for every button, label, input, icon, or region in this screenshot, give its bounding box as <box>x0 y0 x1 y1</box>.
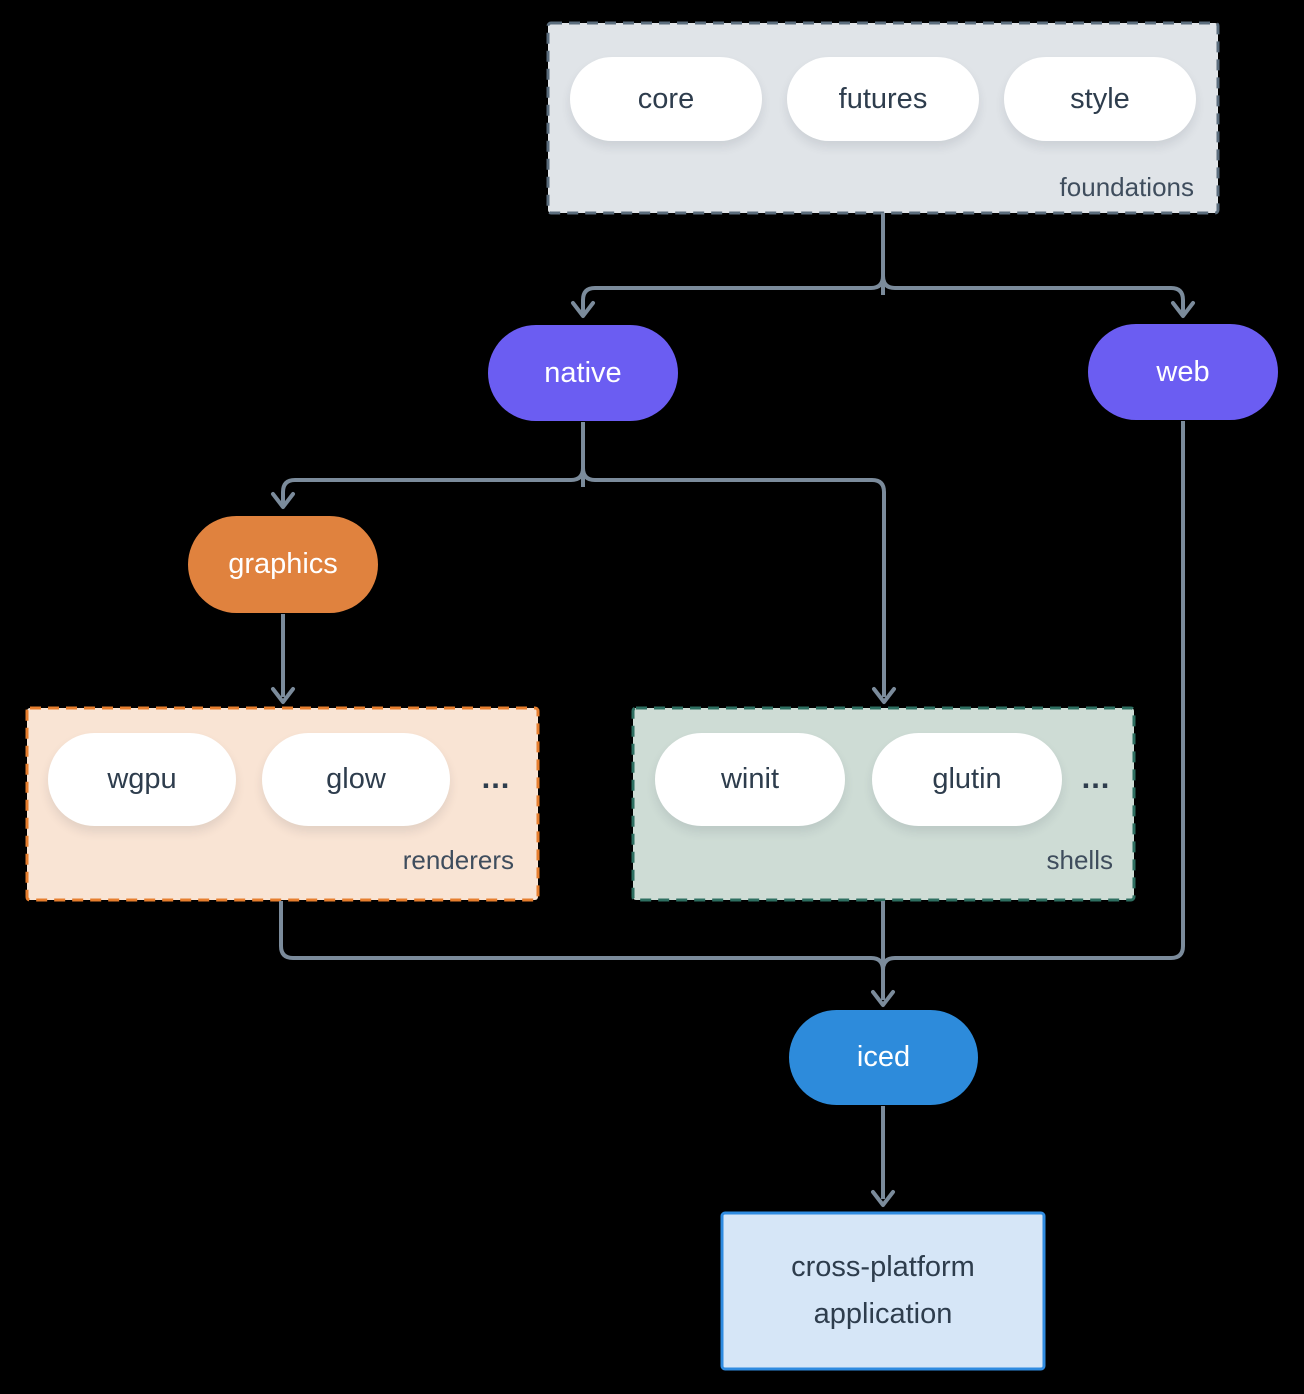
arrowhead-shells <box>872 687 896 704</box>
node-style: style <box>1004 57 1196 141</box>
node-futures-label: futures <box>838 82 928 115</box>
node-iced-label: iced <box>856 1041 911 1073</box>
node-iced: iced <box>789 1010 978 1105</box>
arrowhead-graphics <box>271 492 295 509</box>
application-box <box>720 1211 1046 1371</box>
shells-ellipsis-label: ... <box>1081 760 1111 795</box>
node-wgpu-label: wgpu <box>107 763 177 795</box>
node-native-label: native <box>544 356 622 389</box>
node-web: web <box>1088 324 1278 420</box>
connector-foundations-native <box>581 213 885 315</box>
foundations-group-label: foundations <box>1059 172 1194 202</box>
node-glow-label: glow <box>326 763 386 795</box>
connector-foundations-web <box>881 213 1185 315</box>
arrowhead-web <box>1171 301 1195 318</box>
node-web-label: web <box>1156 355 1210 388</box>
node-wgpu: wgpu <box>48 733 236 826</box>
node-winit: winit <box>655 733 845 826</box>
connector-native-shells <box>581 422 886 697</box>
connector-native-graphics <box>281 422 585 506</box>
renderers-ellipsis-label: ... <box>481 760 511 795</box>
node-glow: glow <box>262 733 450 826</box>
arrowhead-iced <box>871 990 895 1007</box>
application-label: cross-platform application <box>791 1251 975 1330</box>
node-glutin: glutin <box>872 733 1062 826</box>
node-winit-label: winit <box>720 763 779 795</box>
arrowhead-native <box>571 301 595 318</box>
node-graphics-label: graphics <box>228 548 338 580</box>
arrowhead-renderers <box>271 687 295 704</box>
arrowhead-application <box>871 1190 895 1207</box>
node-glutin-label: glutin <box>932 763 1002 795</box>
connector-renderers-iced <box>279 901 885 1000</box>
node-core-label: core <box>637 82 695 115</box>
node-graphics: graphics <box>188 516 378 613</box>
node-style-label: style <box>1070 82 1130 115</box>
renderers-group-label: renderers <box>402 845 514 875</box>
shells-group-label: shells <box>1046 845 1113 875</box>
node-core: core <box>570 57 762 141</box>
node-futures: futures <box>787 57 979 141</box>
node-native: native <box>488 325 678 421</box>
